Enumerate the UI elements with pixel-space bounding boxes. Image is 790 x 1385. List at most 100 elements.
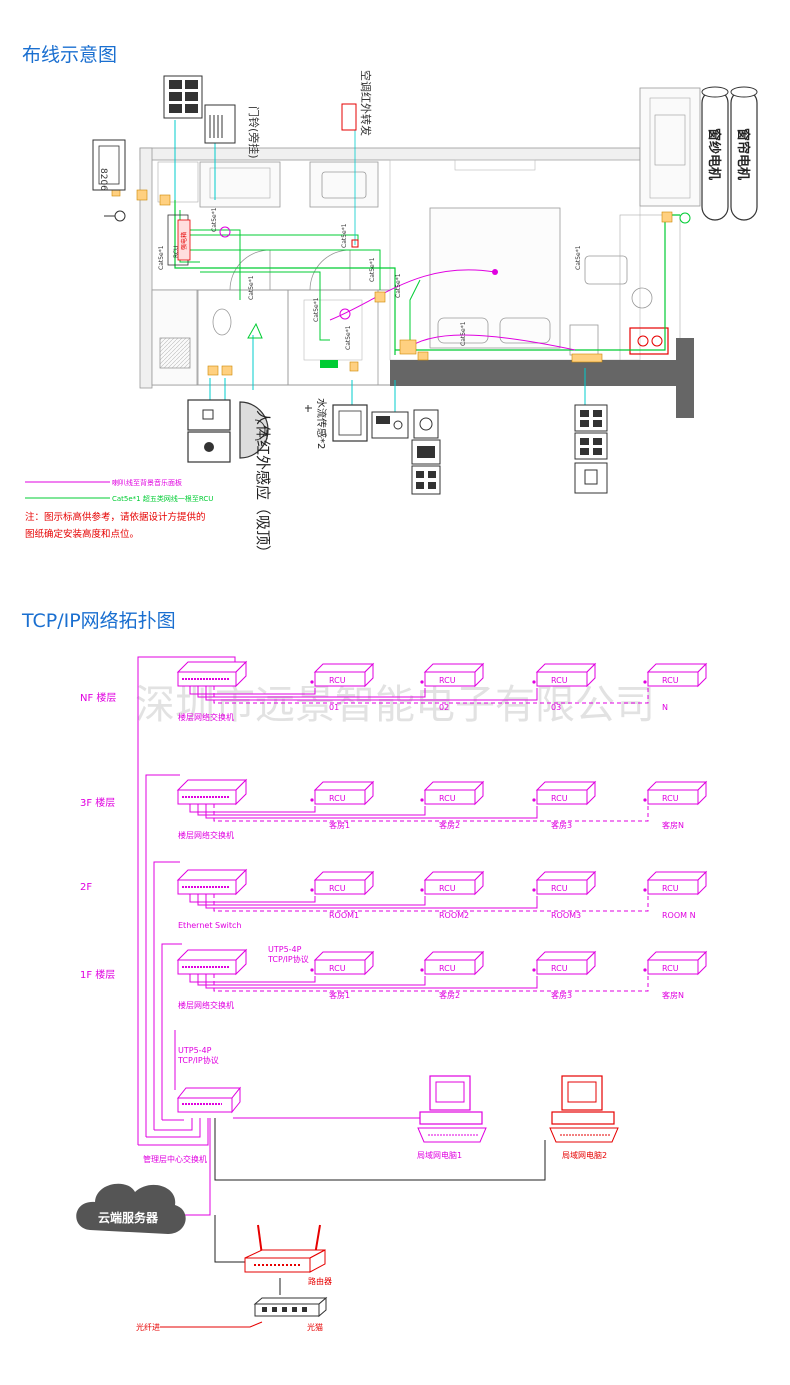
floor-row: 1F 楼层楼层网络交换机UTP5-4PTCP/IP协议RCU客房1RCU客房2R…: [80, 945, 708, 1010]
cable-tag-2: Cat5e*1: [211, 207, 218, 232]
floor-row: 2F Ethernet Switch RCU ROOM1 RCU ROOM2 RCU ROOM…: [80, 868, 708, 930]
rcu-box: RCU: [310, 662, 375, 688]
room-label: N: [662, 703, 668, 712]
room-label: 客房1: [329, 990, 350, 1000]
room-label: 02: [439, 703, 449, 712]
water-sensor-label: 水流传感*2: [315, 398, 328, 449]
floor-label: 2F: [80, 882, 92, 893]
svg-text:8206: 8206: [98, 168, 108, 191]
rcu-label: RCU: [439, 676, 456, 685]
gauze-motor-label: 窗纱电机: [706, 128, 722, 180]
floor-switch-icon: [176, 778, 248, 806]
ac-ir-label: 空调红外转发: [359, 70, 373, 136]
legend-green-text: Cat5e*1 超五类网线一根至RCU: [112, 494, 213, 503]
floor-switch-label: Ethernet Switch: [178, 921, 241, 930]
watermark: 深圳市远景智能电子有限公司: [135, 682, 655, 728]
rcu-label: RCU: [662, 676, 679, 685]
rcu-box: RCU: [532, 950, 597, 976]
water-flow-icon: [305, 405, 312, 412]
floor-switch-icon: [176, 868, 248, 896]
cable-tag-7: Cat5e*1: [395, 273, 402, 298]
curtain-motor-label: 窗帘电机: [735, 128, 751, 180]
rcu-box: RCU: [310, 780, 375, 806]
rcu-box: RCU: [532, 780, 597, 806]
rcu-label: RCU: [551, 676, 568, 685]
rcu-box: RCU: [643, 870, 708, 896]
room-label: 03: [551, 703, 561, 712]
rcu-box: RCU: [643, 662, 708, 688]
rcu-label: RCU: [329, 964, 346, 973]
cable-tag-9: Cat5e*1: [575, 245, 582, 270]
trunk-lines: [137, 656, 546, 1328]
core-utp-line2: TCP/IP协议: [177, 1055, 219, 1065]
rcu-label: RCU: [329, 676, 346, 685]
legend: 喇叭线至背景音乐面板 Cat5e*1 超五类网线一根至RCU 注：图示标高供参考…: [25, 478, 213, 540]
room-label: 客房2: [439, 820, 460, 830]
note-line-1: 注：图示标高供参考，请依据设计方提供的: [25, 511, 206, 523]
bottom-panels: 人体红外感应（吸顶） 水流传感*2: [187, 398, 608, 560]
cable-tag-4: Cat5e*1: [313, 297, 320, 322]
doorbell-label: 门铃(旁挂): [247, 106, 261, 159]
rcu-box: RCU: [420, 662, 485, 688]
room-label: 客房N: [662, 990, 684, 1000]
room-label: ROOM2: [439, 911, 469, 920]
floor-switch-icon: [176, 660, 248, 688]
rcu-label: RCU: [329, 884, 346, 893]
room-label: ROOM1: [329, 911, 359, 920]
rcu-box: RCU: [643, 950, 708, 976]
router-icon: 路由器: [244, 1224, 332, 1286]
rcu-label: RCU: [662, 884, 679, 893]
legend-pink-text: 喇叭线至背景音乐面板: [112, 478, 182, 487]
top-panels: 8206 门铃(旁挂) 空调红外转发 窗纱电机 窗帘电机: [92, 70, 758, 222]
rcu-label: RCU: [329, 794, 346, 803]
utp-line2: TCP/IP协议: [267, 954, 309, 964]
floor-switch-icon: [176, 948, 248, 976]
cloud-label: 云端服务器: [98, 1210, 159, 1225]
floor-plan: [139, 87, 701, 418]
rcu-box: RCU: [310, 870, 375, 896]
pc2-label: 局域网电脑2: [562, 1150, 607, 1160]
pc2-icon: 局域网电脑2: [549, 1075, 619, 1160]
room-label: 客房3: [551, 820, 572, 830]
modem-icon: 光猫 光纤进: [136, 1296, 328, 1332]
topology-title: TCP/IP网络拓扑图: [22, 610, 176, 632]
utp-line1: UTP5-4P: [268, 945, 302, 954]
floor-switch-label: 楼层网络交换机: [178, 1000, 234, 1010]
fiber-label: 光纤进: [136, 1322, 160, 1332]
floor-switch-label: 楼层网络交换机: [178, 830, 234, 840]
rcu-box: RCU: [420, 870, 485, 896]
room-label: 客房N: [662, 820, 684, 830]
rcu-box: RCU: [310, 950, 375, 976]
router-label: 路由器: [308, 1276, 332, 1286]
human-ir-label: 人体红外感应（吸顶）: [254, 410, 272, 560]
cable-tag-5: Cat5e*1: [345, 325, 352, 350]
plan-devices: RCU 强电箱 Cat5e*1 Cat5e*1 Cat5e*1 Cat5e*1 …: [111, 187, 691, 376]
rcu-label: RCU: [662, 794, 679, 803]
motor-roll-2-icon: [730, 86, 758, 221]
power-box-tag: 强电箱: [180, 232, 188, 250]
rcu-box: RCU: [643, 780, 708, 806]
rcu-label: RCU: [551, 794, 568, 803]
rcu-label: RCU: [439, 884, 456, 893]
core-switch-label: 管理层中心交换机: [143, 1154, 207, 1164]
rcu-label: RCU: [439, 964, 456, 973]
core-switch: 管理层中心交换机 UTP5-4P TCP/IP协议: [143, 1046, 242, 1164]
note-line-2: 图纸确定安装高度和点位。: [25, 528, 139, 540]
rcu-tag: RCU: [173, 246, 180, 258]
room-label: 客房2: [439, 990, 460, 1000]
rcu-box: RCU: [420, 780, 485, 806]
room-label: 客房3: [551, 990, 572, 1000]
rcu-label: RCU: [439, 794, 456, 803]
room-label: ROOM N: [662, 911, 696, 920]
cloud-icon: 云端服务器: [76, 1183, 186, 1234]
cable-tag-8: Cat5e*1: [460, 321, 467, 346]
cable-tag-6: Cat5e*1: [369, 257, 376, 282]
pc1-label: 局域网电脑1: [417, 1150, 462, 1160]
motor-roll-1-icon: [701, 86, 729, 221]
door-lock-icon: [104, 210, 126, 222]
rcu-box: RCU: [420, 950, 485, 976]
